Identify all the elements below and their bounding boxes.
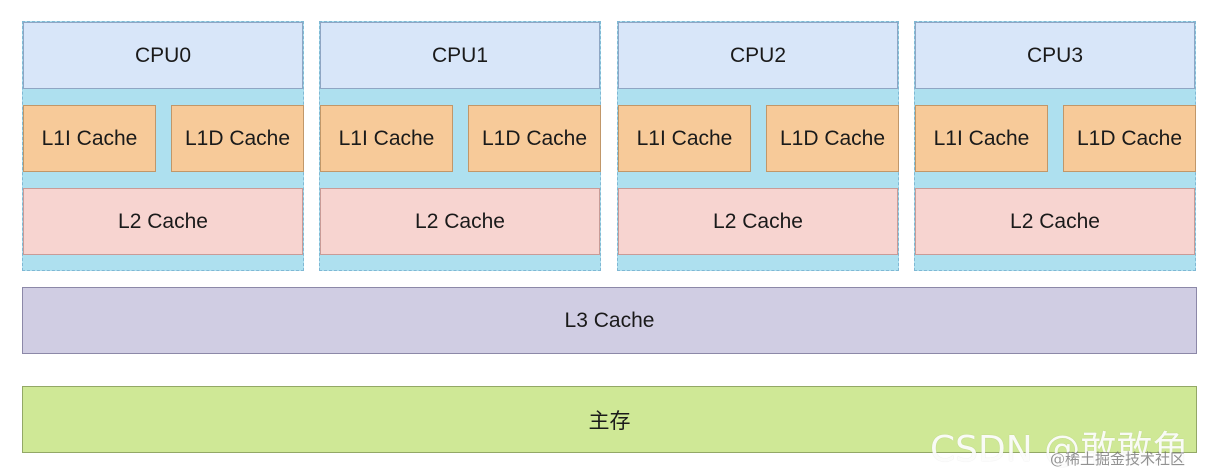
core-group-3: CPU3 L1I Cache L1D Cache L2 Cache	[914, 21, 1196, 271]
l2-cache-block: L2 Cache	[915, 188, 1195, 255]
l3-cache-block: L3 Cache	[22, 287, 1197, 354]
csdn-watermark: CSDN @敢敢角	[930, 429, 1189, 470]
l1i-cache-block: L1I Cache	[618, 105, 751, 172]
cpu-block: CPU0	[23, 22, 303, 89]
l1d-cache-block: L1D Cache	[468, 105, 601, 172]
core-group-2: CPU2 L1I Cache L1D Cache L2 Cache	[617, 21, 899, 271]
juejin-watermark: @稀土掘金技术社区	[1050, 450, 1186, 468]
l1i-cache-block: L1I Cache	[320, 105, 453, 172]
l1d-cache-block: L1D Cache	[766, 105, 899, 172]
l1i-cache-block: L1I Cache	[23, 105, 156, 172]
l1d-cache-block: L1D Cache	[171, 105, 304, 172]
cpu-block: CPU2	[618, 22, 898, 89]
cpu-block: CPU1	[320, 22, 600, 89]
l2-cache-block: L2 Cache	[618, 188, 898, 255]
core-group-0: CPU0 L1I Cache L1D Cache L2 Cache	[22, 21, 304, 271]
l2-cache-block: L2 Cache	[23, 188, 303, 255]
core-group-1: CPU1 L1I Cache L1D Cache L2 Cache	[319, 21, 601, 271]
l1d-cache-block: L1D Cache	[1063, 105, 1196, 172]
l1i-cache-block: L1I Cache	[915, 105, 1048, 172]
l2-cache-block: L2 Cache	[320, 188, 600, 255]
cpu-block: CPU3	[915, 22, 1195, 89]
main-memory-block: 主存	[22, 386, 1197, 453]
